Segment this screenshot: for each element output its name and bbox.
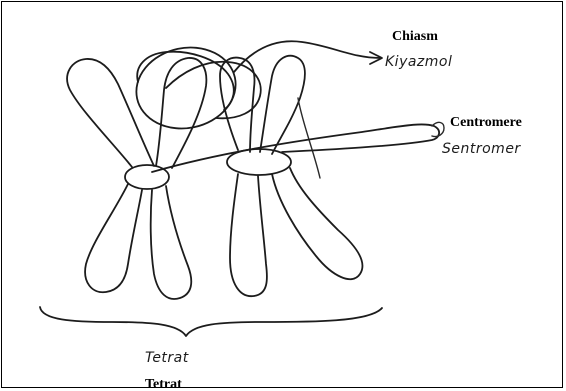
right-chromosome-lower-right-arm [272, 168, 363, 279]
centromere-label: Centromere [450, 116, 522, 130]
tetrat-handwritten-label: Tetrat [145, 351, 189, 365]
right-chromosome [220, 56, 363, 296]
chiasm-pointer-line [234, 41, 380, 72]
centromere-pointer-line [152, 124, 439, 172]
chiasm-strand-1 [166, 62, 261, 119]
left-chromosome-lower-left-arm [85, 184, 142, 292]
right-chromosome-upper-right-arm [260, 56, 305, 154]
tetrad-bracket [40, 307, 382, 336]
chiasm-label: Chiasm [392, 30, 438, 44]
tetrat-label: Tetrat [145, 378, 182, 388]
tetrad-sketch [2, 2, 563, 388]
right-chromosome-lower-left-arm [230, 174, 267, 296]
chiasm-handwritten-label: Kiyazmol [385, 55, 452, 69]
centromere-handwritten-label: Sentromer [442, 142, 521, 156]
left-chromosome-lower-right-arm [151, 186, 192, 299]
